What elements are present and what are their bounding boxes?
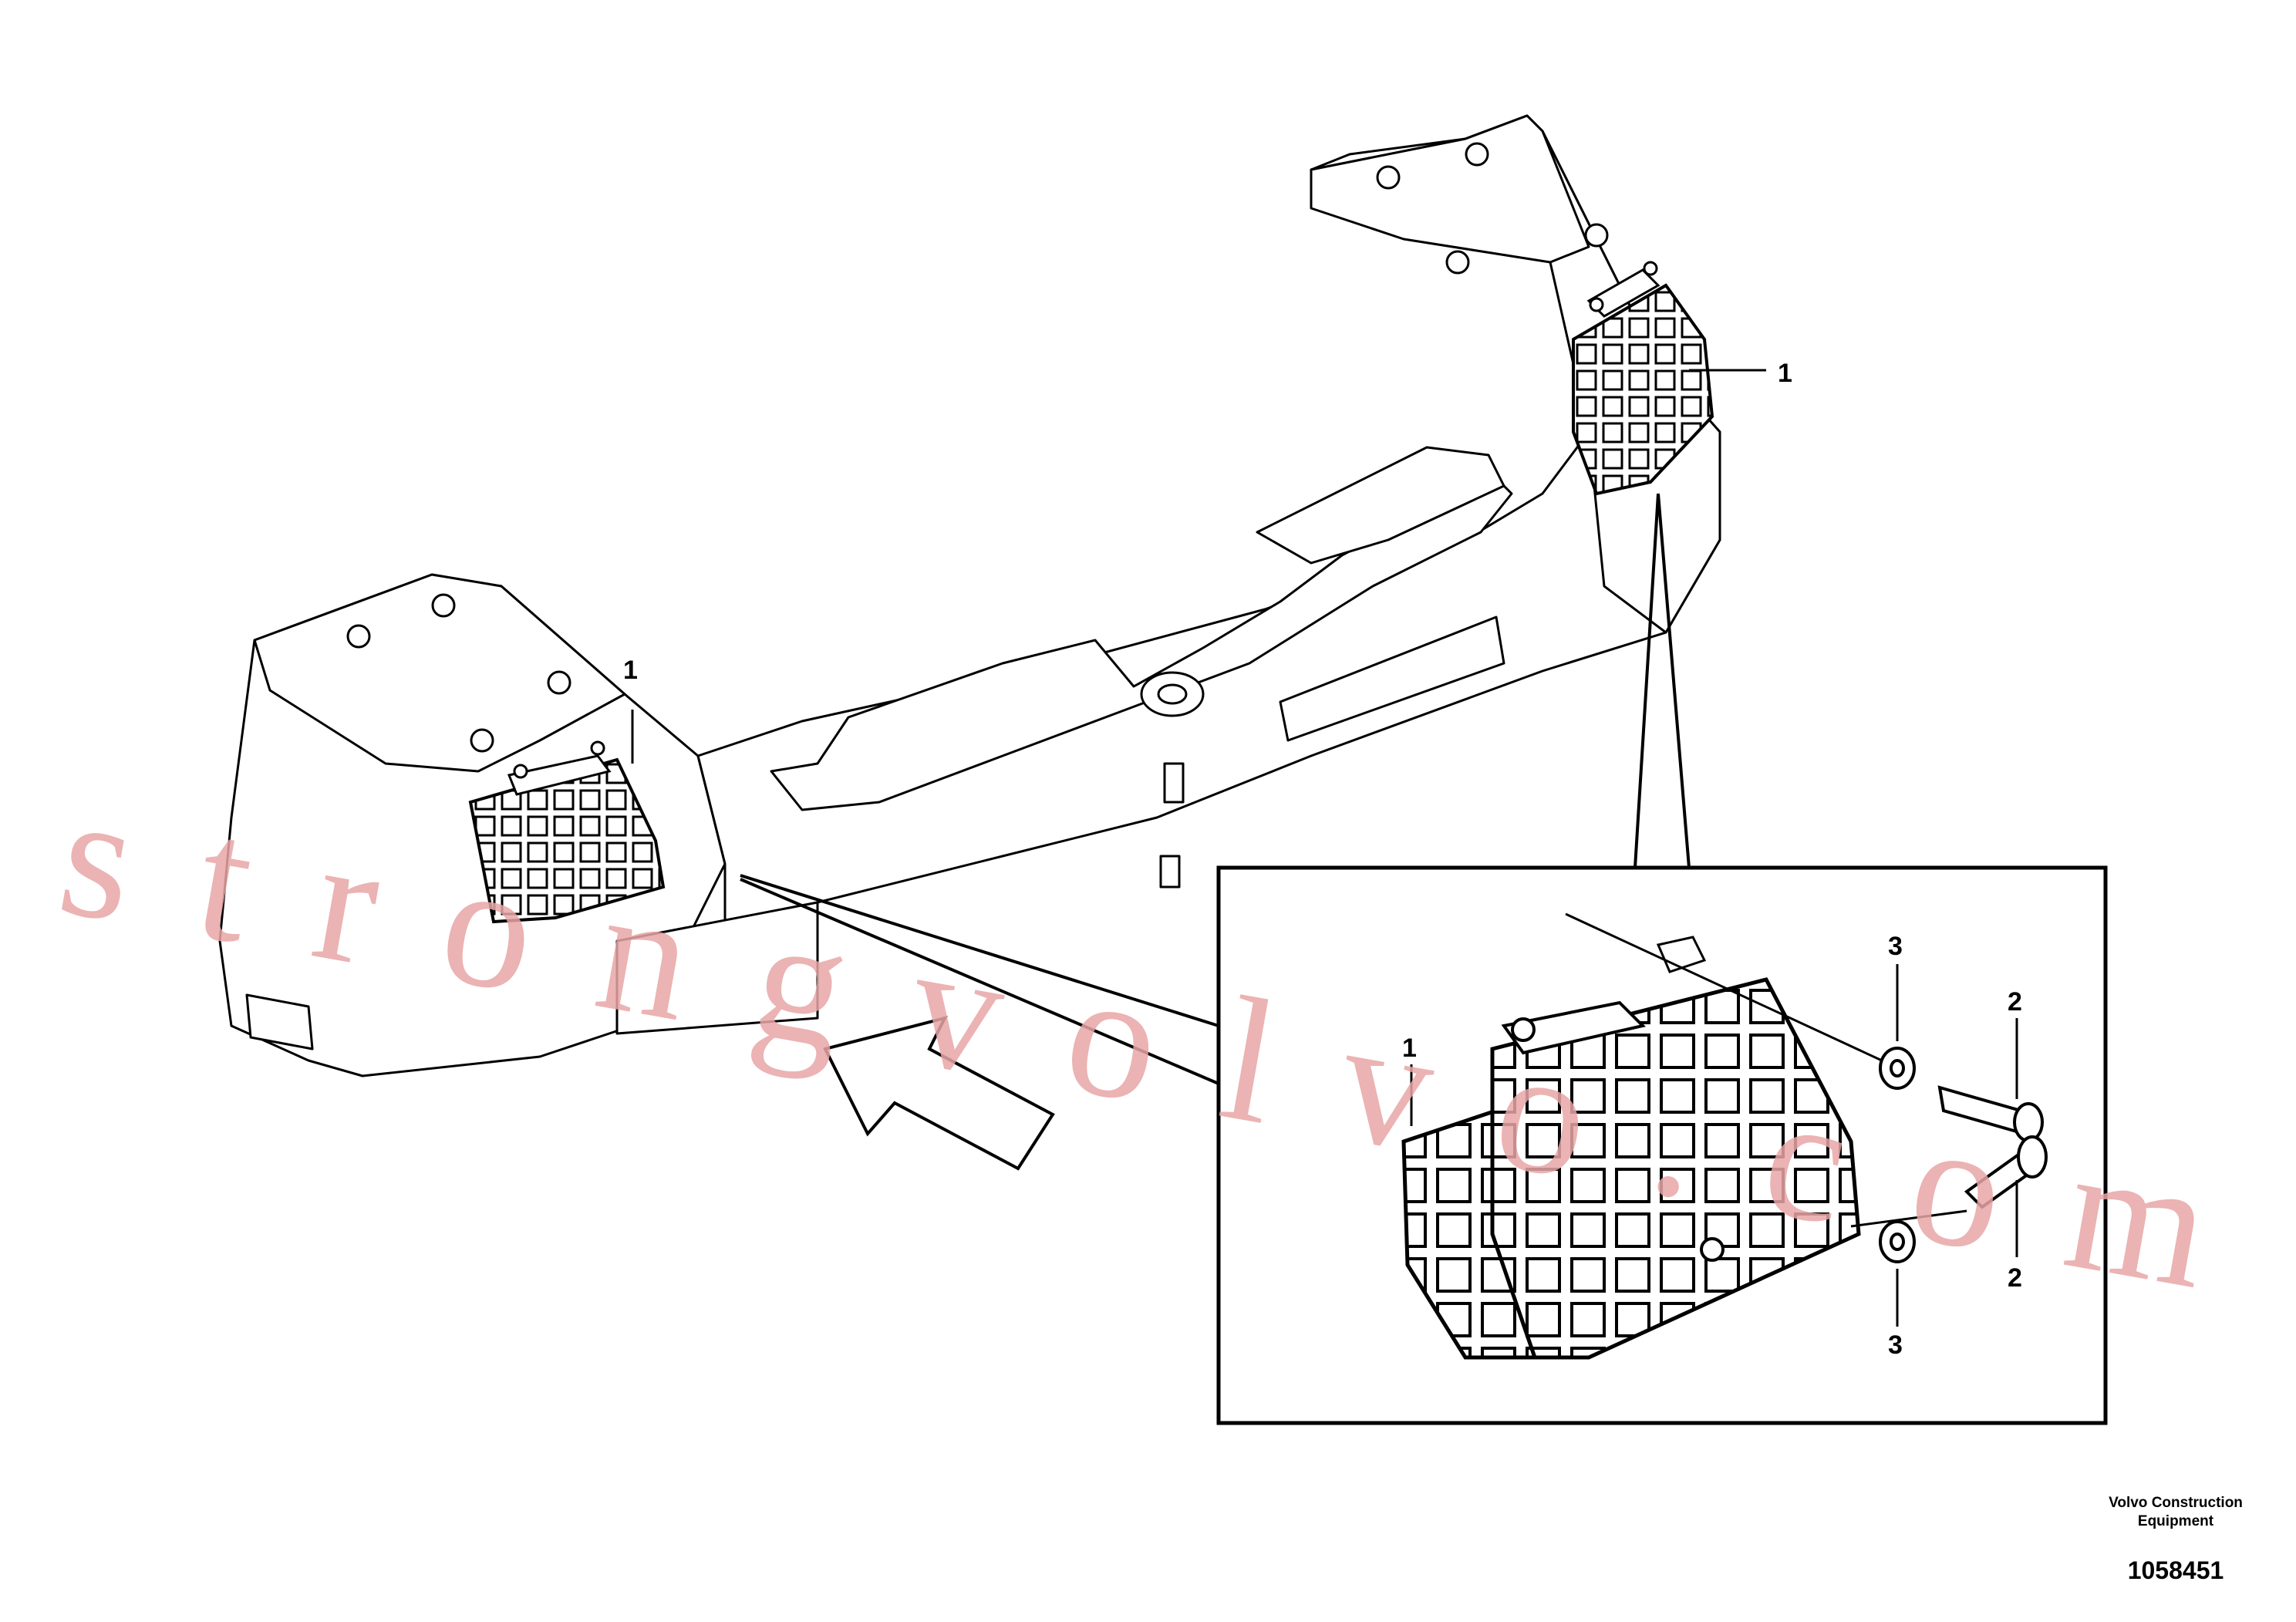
- pin-stub-1: [1163, 762, 1185, 804]
- tail-block: [245, 993, 314, 1050]
- company-label: Volvo Construction Equipment: [2099, 1494, 2253, 1531]
- company-line-1: Volvo Construction: [2109, 1495, 2243, 1511]
- grille-right: [1572, 261, 1714, 496]
- document-number: 1058451: [2127, 1556, 2224, 1584]
- detail-connector-2: [740, 878, 1219, 1085]
- callout-screw-bottom: 2: [2008, 1263, 2022, 1293]
- callout-washer-bottom: 3: [1888, 1330, 1903, 1360]
- counterweight-lower-panel-2: [1279, 615, 1505, 742]
- callout-main-right: 1: [1778, 359, 1792, 388]
- counterweight-body: [218, 114, 1721, 1077]
- callout-main-left: 1: [623, 656, 638, 685]
- detail-grille: [1401, 936, 1861, 1360]
- view-direction-arrow: [823, 1015, 1055, 1171]
- callout-detail-grille: 1: [1402, 1034, 1417, 1063]
- detail-connector-1: [740, 874, 1219, 1027]
- counterweight-left-top: [253, 573, 626, 773]
- pin-stub-2: [1159, 855, 1181, 889]
- company-line-2: Equipment: [2137, 1513, 2214, 1529]
- counterweight-lower-panel-1: [615, 901, 819, 1035]
- counterweight-recess: [1256, 446, 1505, 565]
- callout-screw-top: 2: [2008, 987, 2022, 1017]
- callout-washer-top: 3: [1888, 932, 1903, 961]
- detail-fasteners: [1565, 912, 2048, 1263]
- counterweight-right-top: [1310, 114, 1590, 264]
- grille-left: [468, 740, 666, 924]
